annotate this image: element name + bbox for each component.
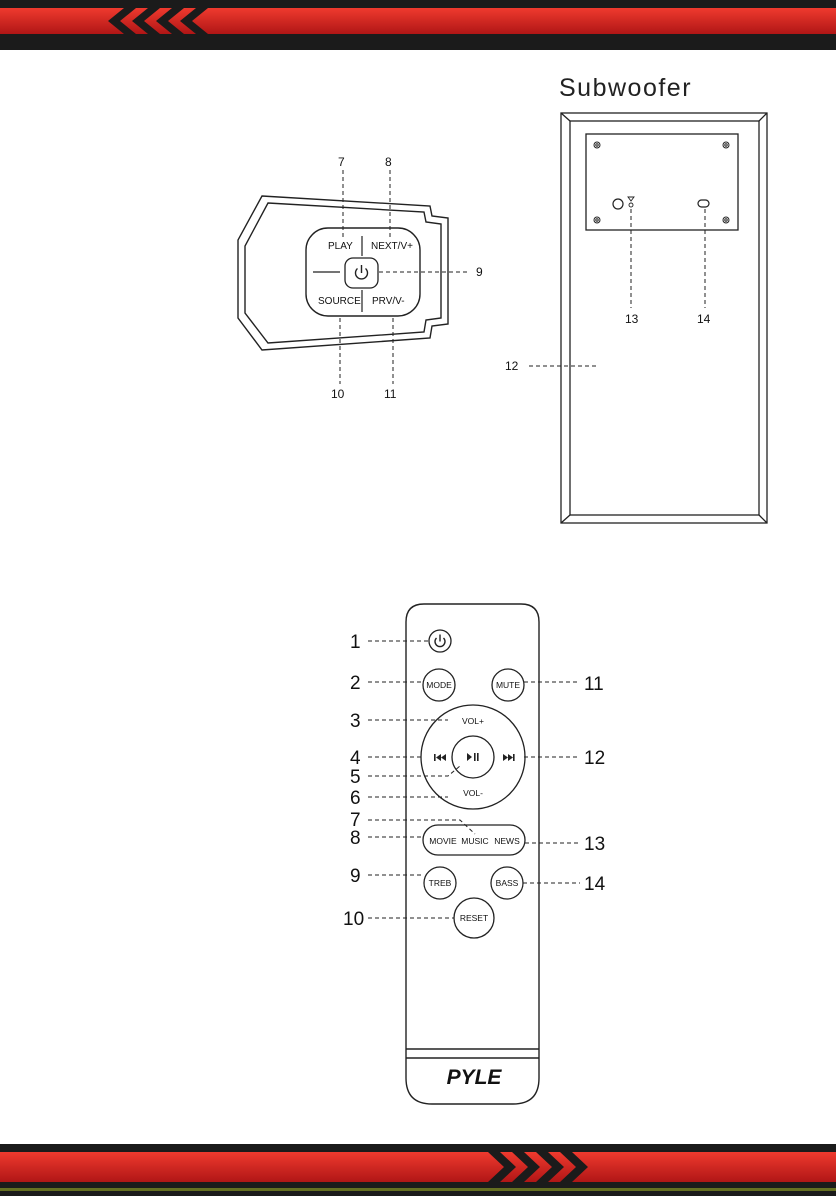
remote-callout-10: 10 xyxy=(343,909,364,930)
remote-callout-3: 3 xyxy=(350,711,361,732)
pyle-logo: PYLE xyxy=(447,1066,503,1089)
treb-button-label: TREB xyxy=(429,878,452,888)
sub-callout-12: 12 xyxy=(505,359,519,373)
panel-callout-10: 10 xyxy=(331,387,345,401)
bottom-banner xyxy=(0,1144,836,1196)
vol-up-label: VOL+ xyxy=(462,716,484,726)
source-button-label: SOURCE xyxy=(318,296,361,307)
vol-down-label: VOL- xyxy=(463,788,483,798)
remote-callout-6: 6 xyxy=(350,788,361,809)
remote-callout-1: 1 xyxy=(350,632,361,653)
prev-button-label: PRV/V- xyxy=(372,296,405,307)
bass-button-label: BASS xyxy=(496,878,519,888)
panel-callout-9: 9 xyxy=(476,265,483,279)
music-button-label: MUSIC xyxy=(461,836,488,846)
remote-callout-11: 11 xyxy=(584,674,604,695)
news-button-label: NEWS xyxy=(494,836,520,846)
sub-callout-13: 13 xyxy=(625,312,639,326)
play-pause-button xyxy=(452,736,494,778)
sub-callout-14: 14 xyxy=(697,312,711,326)
subwoofer-body xyxy=(561,113,767,523)
subwoofer-rear-panel xyxy=(586,134,738,230)
remote-callout-13: 13 xyxy=(584,834,605,855)
led-indicator-icon xyxy=(628,197,634,207)
power-jack-icon xyxy=(613,199,623,209)
remote-callout-4: 4 xyxy=(350,748,361,769)
next-button-label: NEXT/V+ xyxy=(371,241,413,252)
panel-callout-8: 8 xyxy=(385,155,392,169)
panel-callout-11: 11 xyxy=(384,387,397,401)
mute-button-label: MUTE xyxy=(496,680,520,690)
reset-button-label: RESET xyxy=(460,913,488,923)
remote-callout-12: 12 xyxy=(584,748,605,769)
play-button-label: PLAY xyxy=(328,241,353,252)
screw-icon xyxy=(594,142,729,223)
remote-callout-2: 2 xyxy=(350,673,361,694)
remote-callout-5: 5 xyxy=(350,767,361,788)
mode-button-label: MODE xyxy=(426,680,452,690)
movie-button-label: MOVIE xyxy=(429,836,457,846)
remote-callout-8: 8 xyxy=(350,828,361,849)
panel-callout-7: 7 xyxy=(338,155,345,169)
aux-port-icon xyxy=(698,200,709,207)
remote-callout-14: 14 xyxy=(584,874,606,895)
remote-callout-9: 9 xyxy=(350,866,361,887)
